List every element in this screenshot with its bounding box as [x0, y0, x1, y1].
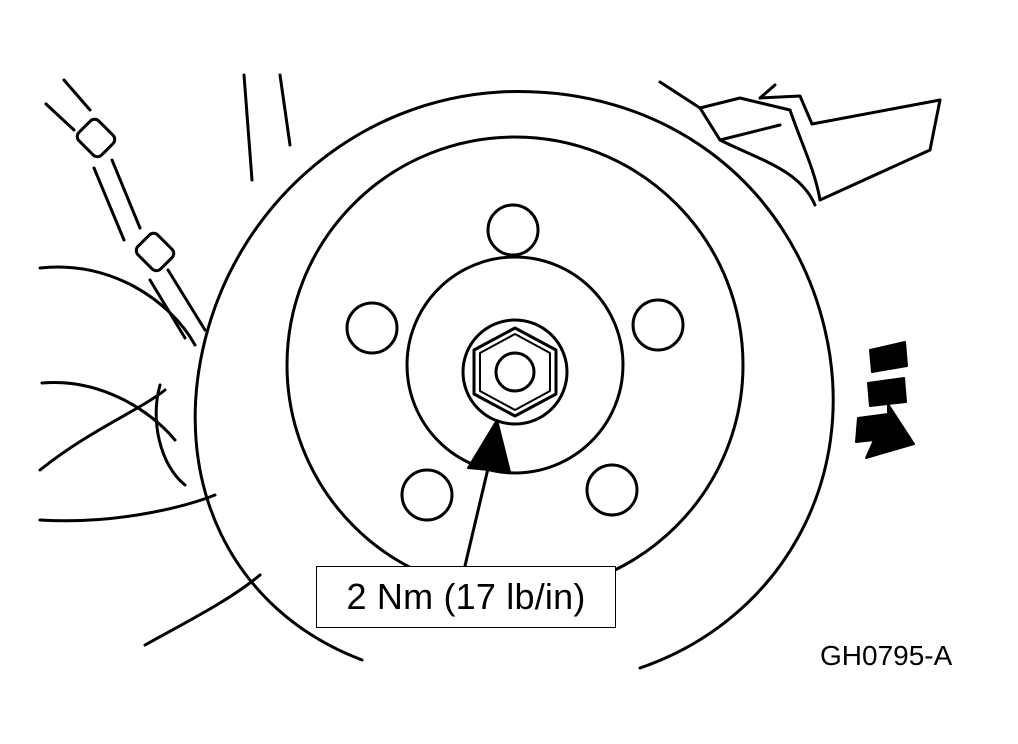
bolt-hole-right: [631, 298, 685, 352]
bolt-hole-bottom-right: [585, 463, 639, 517]
hex-nut-icon: [461, 318, 569, 426]
background-housing: [38, 73, 292, 647]
torque-spec-label: 2 Nm (17 lb/in): [346, 576, 586, 617]
callout-arrow-icon: [462, 419, 511, 572]
upper-bracket: [658, 80, 942, 207]
dashed-curved-arrow-icon: [855, 341, 915, 459]
figure-id-label: GH0795-A: [820, 640, 953, 671]
bolt-hole-top: [486, 203, 540, 257]
bolt-hole-left: [345, 301, 399, 355]
bolt-hole-bottom-left: [400, 468, 454, 522]
torque-callout-box: 2 Nm (17 lb/in): [316, 566, 616, 628]
cable-tube: [44, 78, 207, 340]
